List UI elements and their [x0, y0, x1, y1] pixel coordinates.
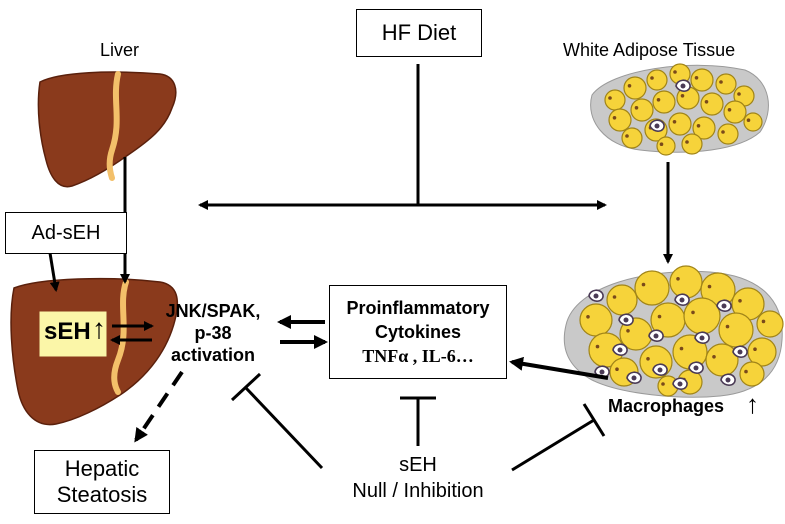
hepatic-steatosis-box: Hepatic Steatosis [34, 450, 170, 514]
hf-diet-box: HF Diet [356, 9, 482, 57]
seh-highlight [39, 311, 107, 357]
macrophage-icon [626, 371, 642, 384]
liver-top-icon [37, 71, 177, 188]
macrophage-icon [612, 343, 628, 356]
jnk-activation-label: JNK/SPAK, p-38 activation [148, 300, 278, 366]
cytokines-box: Proinflammatory Cytokines TNFα , IL-6… [329, 285, 507, 379]
inhibit-jnk-bar [230, 372, 262, 402]
ad-seh-box: Ad-sEH [5, 212, 127, 254]
macrophage-icon [732, 345, 748, 358]
seh-badge-label: sEH [44, 318, 91, 345]
hf-diet-label: HF Diet [381, 20, 457, 45]
adipose-top-icon [590, 63, 769, 156]
macrophage-icon [688, 361, 704, 374]
seh-null-line-2: Null / Inhibition [352, 480, 484, 502]
macrophage-icon [675, 79, 691, 92]
macrophage-icon [588, 289, 604, 302]
inhibit-macrophages-line [511, 418, 595, 472]
macrophage-icon [672, 377, 688, 390]
seh-null-line-1: sEH [399, 454, 437, 476]
macrophage-icon [694, 331, 710, 344]
arrow-macrophages-to-cytokines [509, 356, 609, 380]
macrophage-icon [649, 119, 665, 132]
macrophage-icon [716, 299, 732, 312]
macrophages-label: Macrophages [608, 396, 725, 416]
inhibit-macrophages-bar [582, 403, 606, 437]
jnk-line-3: activation [170, 345, 256, 365]
macrophages-up-arrow-icon: ↑ [746, 389, 759, 419]
macrophage-icon [674, 293, 690, 306]
macrophage-icon [618, 313, 634, 326]
inhibit-jnk-line [244, 386, 324, 470]
macrophage-icon [720, 373, 736, 386]
ad-seh-label: Ad-sEH [31, 221, 101, 244]
liver-label: Liver [100, 40, 140, 60]
cyto-line-3: TNFα , IL-6… [362, 346, 474, 366]
seh-up-arrow-icon: ↑ [92, 313, 106, 344]
hepatic-line-2: Steatosis [56, 482, 148, 507]
jnk-line-2: p-38 [194, 323, 232, 343]
white-adipose-label: White Adipose Tissue [563, 40, 736, 60]
adipose-bottom-icon [563, 265, 784, 398]
cyto-line-1: Proinflammatory [346, 298, 490, 318]
macrophage-icon [648, 329, 664, 342]
arrow-adseh-liver [48, 252, 60, 292]
seh-null-inhibition-label: sEH Null / Inhibition [318, 452, 518, 504]
hepatic-line-1: Hepatic [64, 456, 140, 481]
jnk-line-1: JNK/SPAK, [165, 301, 261, 321]
arrow-jnk-to-steatosis [134, 370, 184, 443]
cyto-line-2: Cytokines [374, 322, 462, 342]
macrophage-icon [652, 363, 668, 376]
